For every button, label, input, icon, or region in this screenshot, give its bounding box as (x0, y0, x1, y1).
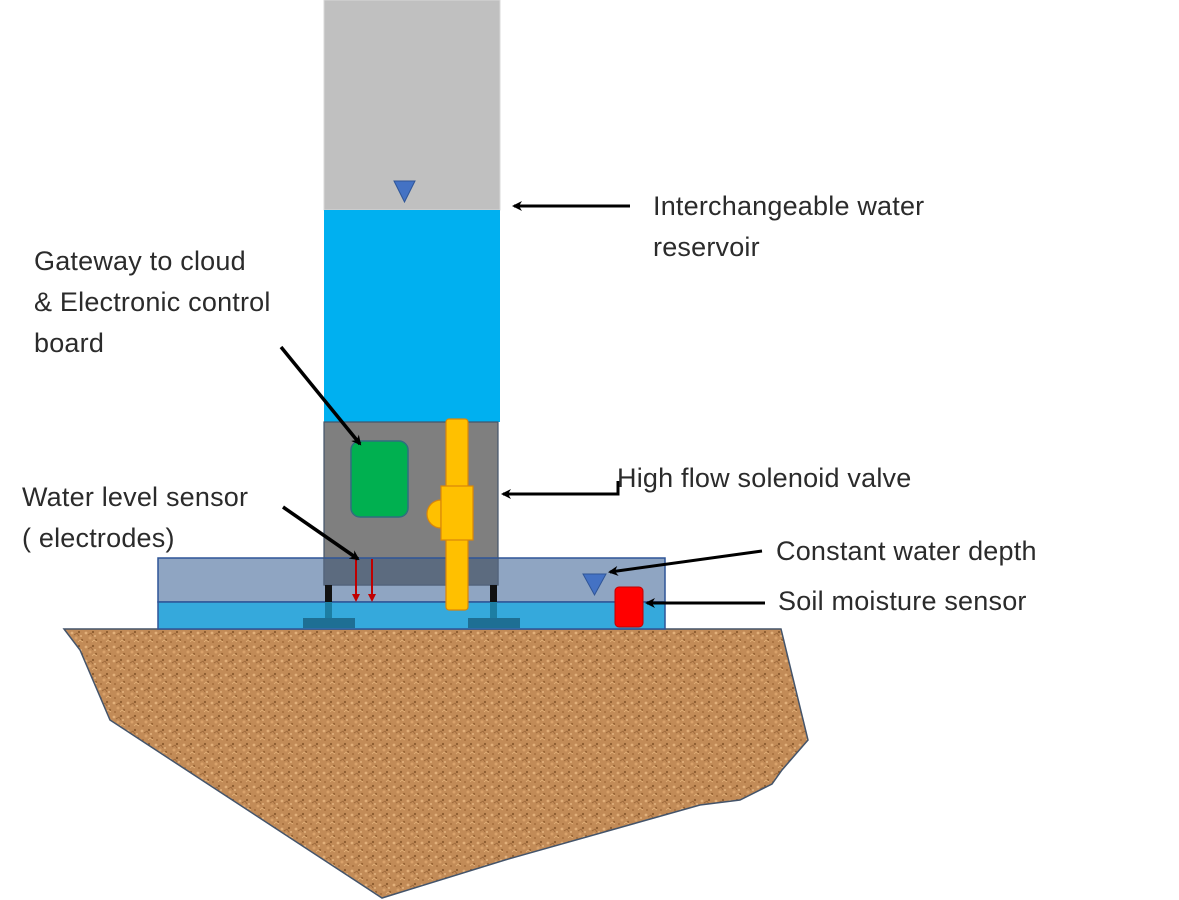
label-gateway: Gateway to cloud & Electronic control bo… (34, 241, 271, 364)
soil-moisture-sensor-icon (614, 586, 644, 628)
label-reservoir: Interchangeable water reservoir (653, 186, 924, 268)
water-level-arrow (282, 505, 360, 561)
housing-submerged-part (324, 558, 498, 585)
housing-leg-right (490, 585, 497, 602)
reservoir-water (324, 210, 500, 422)
label-solenoid-valve-line-1: High flow solenoid valve (617, 463, 912, 493)
valve-arrow (501, 481, 620, 499)
label-gateway-line-3: board (34, 328, 105, 358)
label-solenoid-valve: High flow solenoid valve (617, 458, 911, 499)
constant-depth-marker-icon (582, 573, 607, 597)
control-board-icon (350, 440, 409, 518)
valve-actuator (426, 499, 442, 529)
label-soil-moisture-line-1: Soil moisture sensor (778, 586, 1027, 616)
valve-body (440, 485, 474, 541)
label-gateway-line-1: Gateway to cloud (34, 246, 246, 276)
label-constant-depth: Constant water depth (776, 531, 1037, 572)
housing-foot-left (303, 618, 355, 628)
label-water-level-line-1: Water level sensor (22, 482, 249, 512)
housing-foot-right (468, 618, 520, 628)
label-soil-moisture: Soil moisture sensor (778, 581, 1027, 622)
soil-ground (62, 628, 809, 899)
constant-depth-arrow (608, 549, 763, 576)
housing-leg-left-submerged (325, 602, 332, 618)
label-water-level-sensor: Water level sensor ( electrodes) (22, 477, 248, 559)
housing-leg-right-submerged (490, 602, 497, 618)
reservoir-level-marker-icon (393, 180, 416, 204)
tray-water (157, 601, 666, 630)
gateway-arrow (279, 345, 362, 446)
label-gateway-line-2: & Electronic control (34, 287, 271, 317)
reservoir-empty-section (323, 0, 501, 211)
housing-leg-left (325, 585, 332, 602)
label-reservoir-line-1: Interchangeable water (653, 191, 925, 221)
label-water-level-line-2: ( electrodes) (22, 523, 175, 553)
label-reservoir-line-2: reservoir (653, 232, 760, 262)
label-constant-depth-line-1: Constant water depth (776, 536, 1037, 566)
